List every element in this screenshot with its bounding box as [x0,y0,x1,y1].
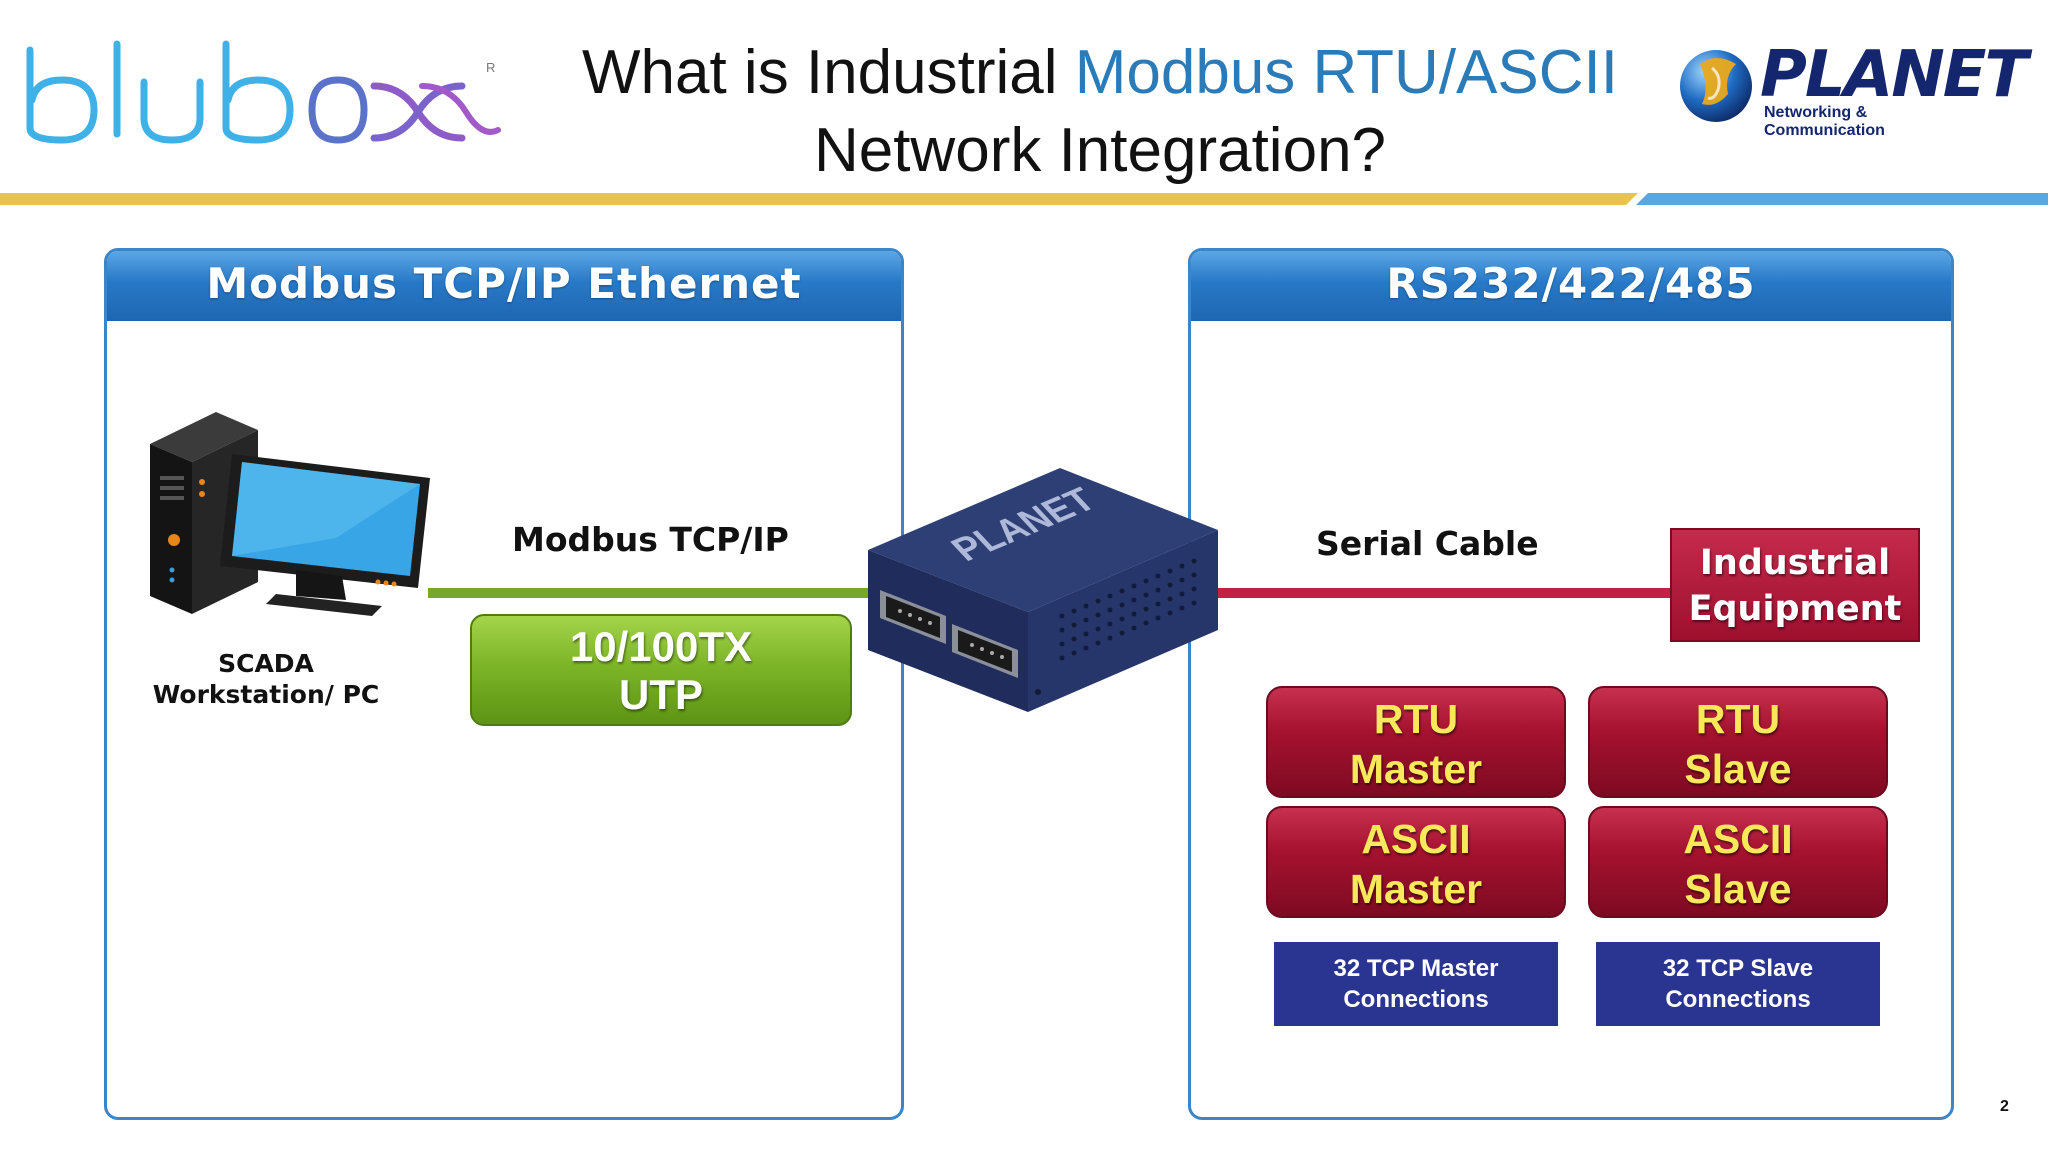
conn-line1: 32 TCP Master [1333,955,1499,982]
registered-mark: R [486,60,496,75]
conn-line2: Connections [1343,986,1489,1013]
page-number: 2 [2000,1098,2009,1115]
role-line1: RTU [1695,696,1781,742]
rtu-master-box: RTU Master [1266,686,1566,798]
ethernet-panel-title: Modbus TCP/IP Ethernet [107,251,901,321]
planet-wordmark: PLANET [1760,38,2028,112]
bluboxx-logo [26,40,501,144]
tcp-master-connections-box: 32 TCP Master Connections [1274,942,1558,1026]
role-line2: Master [1349,866,1483,912]
title-line1-highlight: Modbus RTU/ASCII [1074,38,1618,107]
planet-globe-icon [1680,50,1752,122]
equipment-line2: Equipment [1688,589,1902,629]
title-line2: Network Integration? [813,116,1387,185]
ethernet-cable-line [428,588,880,598]
ascii-slave-box: ASCII Slave [1588,806,1888,918]
scada-workstation-caption: SCADA Workstation/ PC [126,648,406,710]
role-line1: RTU [1373,696,1459,742]
utp-line2: UTP [619,671,703,718]
role-line2: Slave [1684,746,1792,792]
serial-port-1-icon [880,590,946,644]
planet-logo: PLANET Networking & Communication [1676,38,2028,139]
caption-line1: SCADA [218,649,314,678]
caption-line2: Workstation/ PC [152,680,380,709]
tcp-slave-connections-box: 32 TCP Slave Connections [1596,942,1880,1026]
serial-port-2-icon [952,624,1018,678]
role-line1: ASCII [1361,816,1471,862]
utp-line1: 10/100TX [569,623,753,670]
conn-line1: 32 TCP Slave [1662,955,1814,982]
utp-cable-box: 10/100TX UTP [470,614,852,726]
rtu-slave-box: RTU Slave [1588,686,1888,798]
header-divider [0,193,2048,205]
title-line1-plain: What is Industrial [582,38,1075,107]
equipment-line1: Industrial [1699,543,1891,583]
role-line1: ASCII [1683,816,1793,862]
serial-panel-title: RS232/422/485 [1191,251,1951,321]
serial-cable-line [1210,588,1672,598]
ascii-master-box: ASCII Master [1266,806,1566,918]
desktop-computer-icon [150,412,430,616]
modbus-gateway-device-icon: PLANET [868,468,1218,712]
role-line2: Master [1349,746,1483,792]
serial-cable-label: Serial Cable [1316,524,1539,563]
modbus-tcp-ip-label: Modbus TCP/IP [512,520,789,559]
slide-title: What is Industrial Modbus RTU/ASCII Netw… [500,34,1700,190]
industrial-equipment-box: Industrial Equipment [1670,528,1920,642]
planet-tagline: Networking & Communication [1764,104,1885,139]
role-line2: Slave [1684,866,1792,912]
conn-line2: Connections [1665,986,1811,1013]
